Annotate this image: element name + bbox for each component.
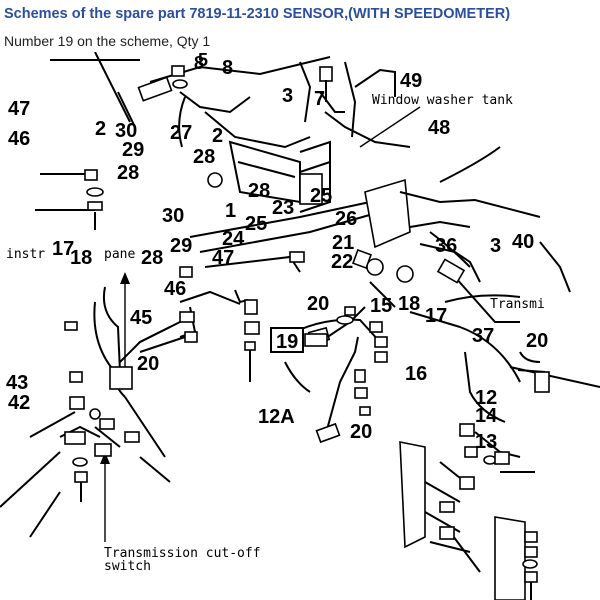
text-annotations: Window washer tank instr pane Transmi Tr… (6, 93, 545, 574)
callout-label: 13 (475, 431, 497, 453)
label-window-washer-tank: Window washer tank (372, 93, 513, 108)
callout-label: 5 (198, 52, 208, 70)
callout-label: 46 (8, 128, 30, 150)
callout-label: 20 (350, 421, 372, 443)
callout-label: 18 (398, 293, 420, 315)
callout-label: 1 (225, 200, 236, 222)
scheme-linework (0, 52, 600, 600)
parts-scheme-diagram: 19 Window washer tank instr pane Transmi… (0, 52, 600, 600)
callout-label: 28 (117, 162, 139, 184)
callout-label: 17 (425, 305, 447, 327)
callout-label: 28 (248, 180, 270, 202)
callout-label: 17 (52, 238, 74, 260)
callout-label: 36 (435, 235, 457, 257)
label-transmission-cutoff-2: switch (104, 559, 151, 574)
callout-label: 8 (222, 57, 233, 79)
part-19-highlight[interactable]: 19 (270, 327, 328, 353)
callout-label: 25 (310, 185, 332, 207)
callout-label: 3 (490, 235, 501, 257)
part-19-label[interactable]: 19 (276, 331, 298, 353)
callout-label: 2 (95, 118, 106, 140)
callout-label: 26 (335, 208, 357, 230)
part-number-labels: 47 46 2 30 27 2 29 28 28 30 8 3 7 49 48 … (6, 52, 548, 453)
callout-label: 24 (222, 228, 245, 250)
callout-label: 18 (70, 247, 92, 269)
callout-label: 12 (475, 387, 497, 409)
callout-label: 48 (428, 117, 450, 139)
callout-label: 15 (370, 295, 392, 317)
page-title: Schemes of the spare part 7819-11-2310 S… (4, 6, 511, 22)
label-instr: instr (6, 247, 45, 262)
label-transmi: Transmi (490, 297, 545, 312)
callout-label: 12A (258, 406, 295, 428)
callout-label: 42 (8, 392, 30, 414)
callout-label: 22 (331, 251, 353, 273)
callout-label: 30 (162, 205, 184, 227)
callout-label: 47 (8, 98, 30, 120)
callout-label: 47 (212, 247, 234, 269)
scheme-parts (64, 65, 550, 600)
callout-label: 30 (115, 120, 137, 142)
callout-label: 29 (122, 139, 144, 161)
callout-label: 7 (314, 88, 325, 110)
callout-label: 28 (141, 247, 163, 269)
callout-label: 46 (164, 278, 186, 300)
label-transmission-cutoff-1: Transmission cut-off (104, 546, 261, 561)
callout-label: 40 (512, 231, 534, 253)
callout-label: 25 (245, 213, 267, 235)
callout-label: 20 (307, 293, 329, 315)
callout-label: 28 (193, 146, 215, 168)
callout-label: 49 (400, 70, 422, 92)
page-subtitle: Number 19 on the scheme, Qty 1 (4, 33, 211, 49)
callout-label: 8 (194, 53, 204, 73)
callout-label: 3 (282, 85, 293, 107)
callout-label: 21 (332, 232, 354, 254)
callout-label: 16 (405, 363, 427, 385)
callout-label: 45 (130, 307, 152, 329)
callout-label: 14 (475, 405, 498, 427)
callout-label: 2 (212, 125, 223, 147)
callout-label: 20 (137, 353, 159, 375)
callout-label: 23 (272, 197, 294, 219)
callout-label: 20 (526, 330, 548, 352)
callout-label: 29 (170, 235, 192, 257)
callout-label: 43 (6, 372, 28, 394)
callout-label: 27 (170, 122, 192, 144)
callout-label: 37 (472, 325, 494, 347)
label-pane: pane (104, 247, 135, 262)
